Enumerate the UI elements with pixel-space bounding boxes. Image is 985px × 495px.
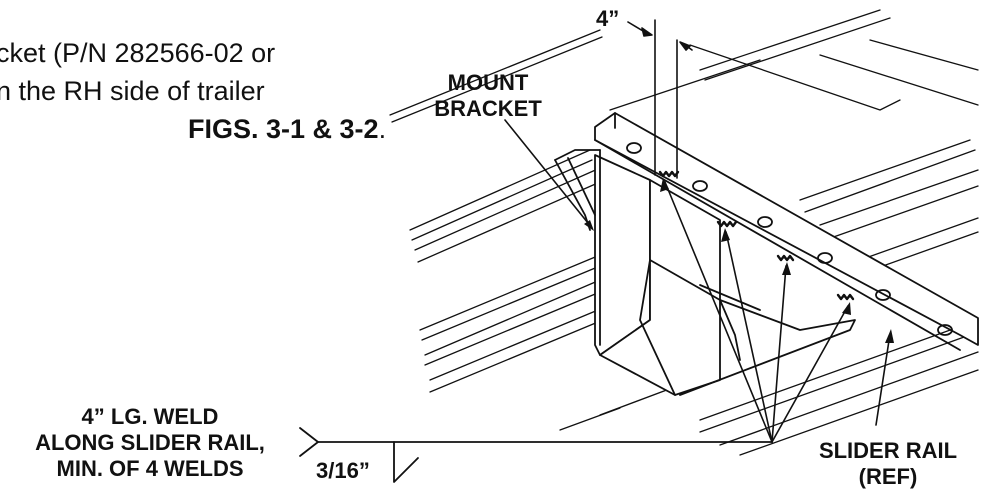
dimension-4in — [627, 19, 693, 179]
slider-rail — [594, 112, 979, 351]
slider-rail-line-2: (REF) — [858, 464, 918, 489]
rail-hole — [626, 142, 642, 154]
instruction-period: . — [378, 114, 387, 144]
rail-hole — [875, 289, 891, 301]
weld-leaders — [664, 181, 849, 443]
rail-hole — [817, 252, 833, 264]
rail-hole — [692, 180, 708, 192]
weld-size-label: 3/16” — [316, 458, 370, 483]
slider-rail-leader — [875, 333, 891, 426]
slider-rail-label: SLIDER RAIL (REF) — [800, 438, 976, 490]
mount-bracket-line-2: BRACKET — [434, 96, 542, 121]
dimension-label: 4” — [596, 6, 620, 31]
instruction-line-3: FIGS. 3-1 & 3-2. — [188, 110, 386, 148]
weld-note-line-3: MIN. OF 4 WELDS — [56, 456, 244, 481]
rail-hole — [937, 324, 953, 336]
mount-bracket — [554, 149, 856, 396]
instruction-line-2: n the RH side of trailer — [0, 76, 265, 106]
figure-reference: FIGS. 3-1 & 3-2 — [188, 114, 379, 144]
weld-note-label: 4” LG. WELD ALONG SLIDER RAIL, MIN. OF 4… — [0, 404, 300, 482]
weld-leader-arrows — [660, 178, 851, 315]
mount-bracket-label: MOUNT BRACKET — [418, 70, 558, 122]
mount-bracket-line-1: MOUNT — [447, 70, 529, 95]
slider-rail-line-1: SLIDER RAIL — [818, 438, 958, 463]
rail-hole — [757, 216, 773, 228]
weld-symbol — [299, 427, 773, 483]
weld-note-line-2: ALONG SLIDER RAIL, — [35, 430, 265, 455]
instruction-line-1: cket (P/N 282566-02 or — [0, 38, 276, 68]
weld-note-line-1: 4” LG. WELD — [81, 404, 219, 429]
mount-bracket-leader — [504, 119, 593, 229]
weld-beads — [658, 170, 855, 301]
trailer-frame-lines — [389, 9, 979, 456]
